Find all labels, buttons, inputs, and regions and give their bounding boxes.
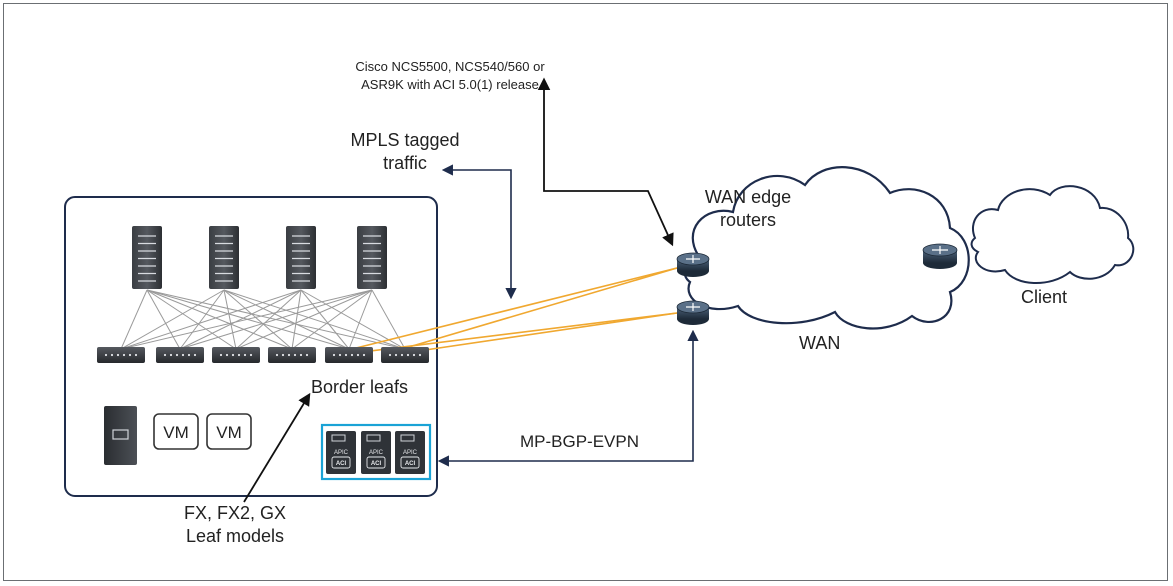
leaf-models-line1: FX, FX2, GX <box>183 503 287 523</box>
apic-controller-icon: APIC ACI APIC ACI APIC ACI <box>326 431 425 474</box>
router-icon <box>676 300 710 325</box>
mpls-line1: MPLS tagged <box>350 130 460 150</box>
border-leafs-label: Border leafs <box>311 377 409 397</box>
router-model-arrow <box>537 77 674 247</box>
aci-text: ACI <box>371 461 382 467</box>
vm2-label: VM <box>216 423 242 442</box>
server-icon <box>104 406 137 465</box>
apic-controller-3: APIC ACI <box>395 431 425 474</box>
leaf-models-label: FX, FX2, GX Leaf models <box>155 502 315 548</box>
fabric-boundary <box>64 196 438 497</box>
mp-bgp-evpn-arrow <box>437 329 699 467</box>
vm-icon <box>206 413 252 450</box>
leaf-switch-6 <box>381 347 429 363</box>
apic-controller-2: APIC ACI <box>361 431 391 474</box>
spine-switch-3 <box>286 226 316 289</box>
diagram-frame <box>3 3 1168 581</box>
aci-text: ACI <box>405 461 416 467</box>
router-model-line2: ASR9K with ACI 5.0(1) release <box>361 77 539 92</box>
mpls-label: MPLS tagged traffic <box>330 129 480 175</box>
router-model-line1: Cisco NCS5500, NCS540/560 or <box>355 59 545 74</box>
client-cloud-icon <box>970 185 1135 285</box>
leaf-models-line2: Leaf models <box>185 526 285 546</box>
router-icon <box>922 243 958 269</box>
vm1-label: VM <box>163 423 189 442</box>
apic-text: APIC <box>334 450 349 456</box>
apic-text: APIC <box>403 450 418 456</box>
leaf-models-arrow <box>243 392 311 503</box>
leaf-switch-4 <box>268 347 316 363</box>
spine-switch-4 <box>357 226 387 289</box>
wan-edge-line2: routers <box>719 210 777 230</box>
mpls-line2: traffic <box>383 153 427 173</box>
client-label: Client <box>1021 287 1068 307</box>
fabric-mesh-links <box>120 289 406 350</box>
leaf-switch-2 <box>156 347 204 363</box>
aci-text: ACI <box>336 461 347 467</box>
leaf-switch-1 <box>97 347 145 363</box>
cloud-icon <box>683 166 970 330</box>
leaf-switch-3 <box>212 347 260 363</box>
apic-controller-1: APIC ACI <box>326 431 356 474</box>
router-model-label: Cisco NCS5500, NCS540/560 or ASR9K with … <box>330 58 570 94</box>
spine-switch-2 <box>209 226 239 289</box>
apic-text: APIC <box>369 450 384 456</box>
wan-label: WAN <box>799 333 841 353</box>
router-icon <box>676 252 710 277</box>
spine-switch-1 <box>132 226 162 289</box>
apic-cluster-frame <box>320 423 432 481</box>
spine-switch-icon <box>132 226 387 289</box>
wan-edge-label: WAN edge routers <box>688 186 808 232</box>
mpls-arrow <box>441 164 517 300</box>
wan-edge-line1: WAN edge <box>704 187 792 207</box>
leaf-switch-5 <box>325 347 373 363</box>
leaf-switch-icon <box>97 347 429 363</box>
vm-icon <box>153 413 199 450</box>
mp-bgp-evpn-label: MP-BGP-EVPN <box>520 432 640 451</box>
